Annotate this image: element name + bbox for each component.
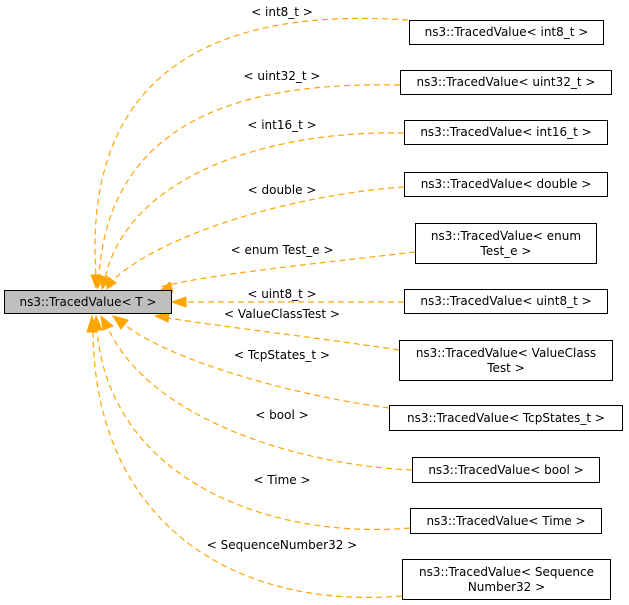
edge-label-int8: < int8_t > bbox=[251, 5, 313, 19]
edge-uint32 bbox=[98, 84, 401, 277]
edge-tcp bbox=[124, 324, 390, 409]
base-class-node[interactable]: ns3::TracedValue< T > bbox=[4, 290, 172, 314]
edge-label-uint32: < uint32_t > bbox=[243, 69, 321, 83]
edge-label-uint8: < uint8_t > bbox=[247, 287, 317, 301]
edge-label-int16: < int16_t > bbox=[247, 118, 317, 132]
node-uint32[interactable]: ns3::TracedValue< uint32_t > bbox=[400, 70, 612, 95]
node-bool[interactable]: ns3::TracedValue< bool > bbox=[412, 457, 600, 483]
edge-label-bool: < bool > bbox=[255, 408, 309, 422]
edge-seq bbox=[92, 331, 403, 598]
arrow-tcp bbox=[111, 315, 129, 330]
edge-label-value-class-test: < ValueClassTest > bbox=[224, 307, 340, 321]
edge-vct bbox=[167, 317, 400, 351]
base-class-label: ns3::TracedValue< T > bbox=[19, 294, 157, 309]
node-label: ns3::TracedValue< TcpStates_t > bbox=[407, 410, 605, 425]
node-label: ns3::TracedValue< double > bbox=[420, 177, 592, 191]
edge-label-time: < Time > bbox=[253, 473, 311, 487]
edge-label-tcp-states: < TcpStates_t > bbox=[234, 348, 330, 362]
node-value-class-test[interactable]: ns3::TracedValue< ValueClass Test > bbox=[399, 340, 613, 381]
node-label: ns3::TracedValue< uint8_t > bbox=[420, 294, 592, 308]
node-enum-test-e[interactable]: ns3::TracedValue< enum Test_e > bbox=[415, 223, 597, 264]
node-label: ns3::TracedValue< enum Test_e > bbox=[430, 228, 582, 258]
node-time[interactable]: ns3::TracedValue< Time > bbox=[410, 508, 602, 534]
node-uint8[interactable]: ns3::TracedValue< uint8_t > bbox=[404, 289, 608, 314]
arrow-int16 bbox=[99, 274, 111, 291]
arrow-double bbox=[106, 274, 117, 290]
node-label: ns3::TracedValue< int16_t > bbox=[420, 125, 592, 139]
edge-bool bbox=[107, 327, 413, 471]
edge-double bbox=[111, 186, 405, 282]
node-label: ns3::TracedValue< ValueClass Test > bbox=[415, 345, 597, 375]
edge-int16 bbox=[104, 132, 405, 279]
node-double[interactable]: ns3::TracedValue< double > bbox=[404, 172, 608, 197]
edge-label-double: < double > bbox=[247, 183, 317, 197]
node-label: ns3::TracedValue< bool > bbox=[428, 462, 584, 477]
edge-label-enum-test-e: < enum Test_e > bbox=[230, 243, 334, 257]
edge-enum bbox=[156, 251, 416, 289]
node-label: ns3::TracedValue< Time > bbox=[426, 513, 586, 528]
edge-label-sequence-number32: < SequenceNumber32 > bbox=[206, 538, 358, 552]
arrow-uint8 bbox=[170, 296, 187, 308]
arrow-bool bbox=[100, 314, 114, 331]
node-sequence-number32[interactable]: ns3::TracedValue< Sequence Number32 > bbox=[402, 559, 611, 600]
node-int8[interactable]: ns3::TracedValue< int8_t > bbox=[409, 20, 604, 45]
edge-time bbox=[96, 329, 411, 531]
node-label: ns3::TracedValue< int8_t > bbox=[424, 25, 589, 39]
node-label: ns3::TracedValue< uint32_t > bbox=[416, 75, 596, 89]
node-label: ns3::TracedValue< Sequence Number32 > bbox=[418, 564, 595, 594]
arrow-seq bbox=[86, 314, 98, 333]
arrow-vct bbox=[153, 311, 170, 323]
node-tcp-states[interactable]: ns3::TracedValue< TcpStates_t > bbox=[389, 405, 623, 431]
node-int16[interactable]: ns3::TracedValue< int16_t > bbox=[404, 120, 608, 145]
edge-int8 bbox=[94, 17, 409, 277]
